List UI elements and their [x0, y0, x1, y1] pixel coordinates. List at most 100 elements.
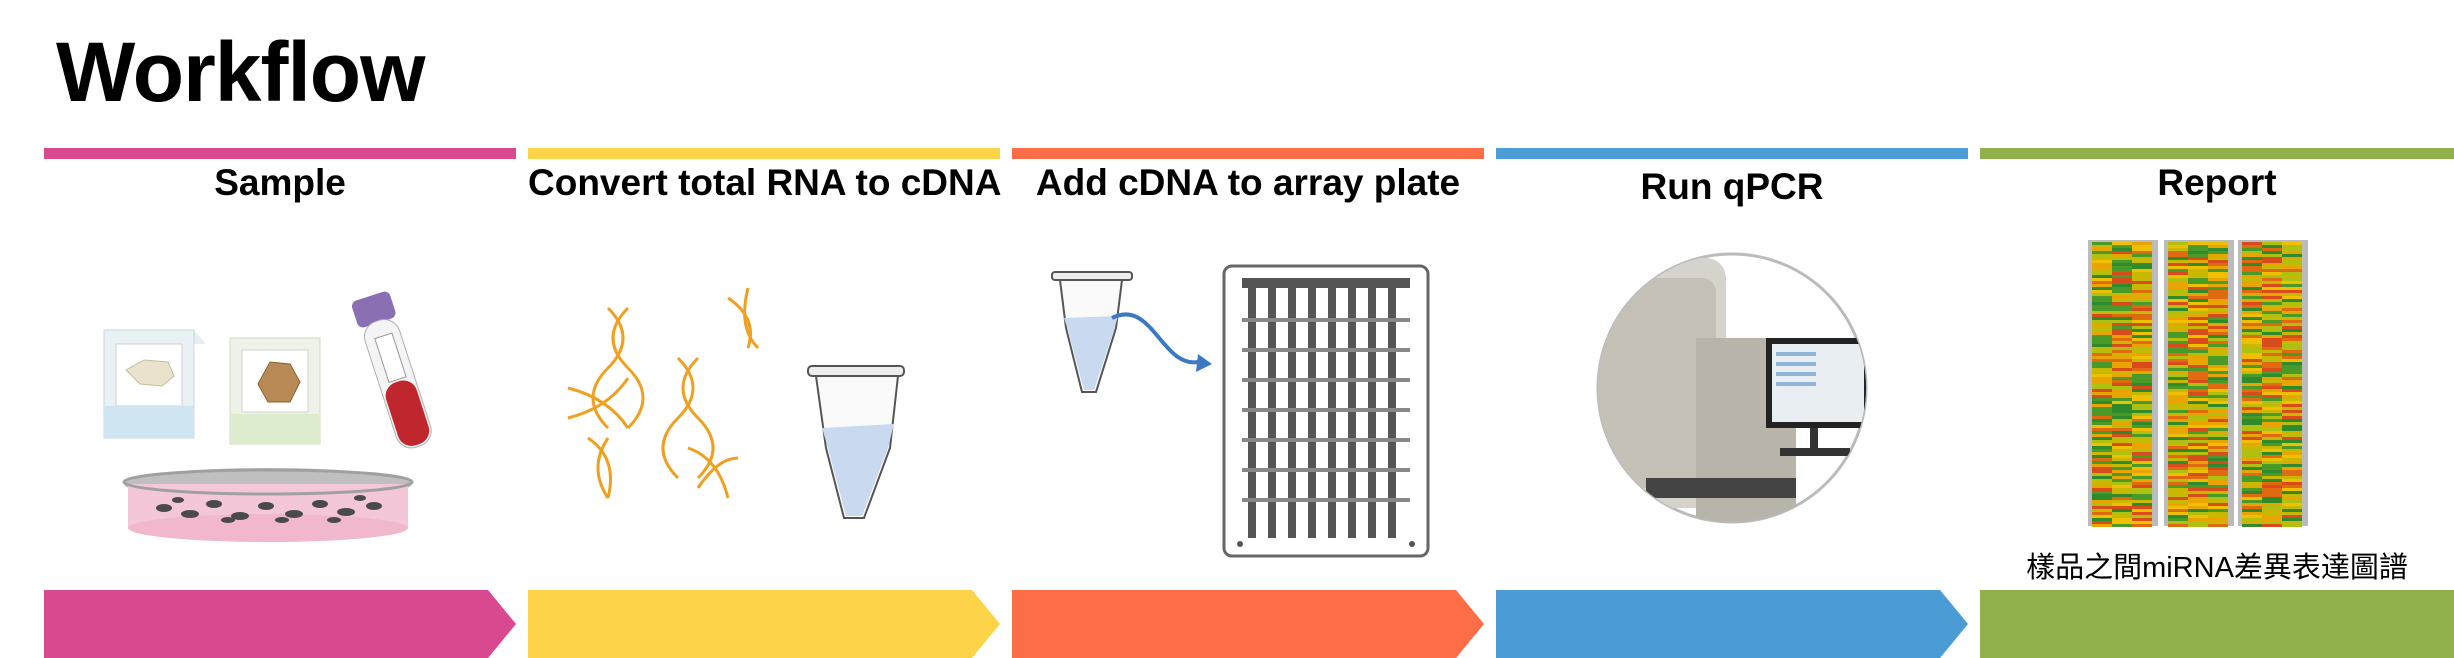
heatmap-cell	[2242, 251, 2262, 254]
heatmap-cell	[2112, 386, 2132, 389]
heatmap-cell	[2132, 503, 2152, 506]
heatmap-cell	[2242, 314, 2262, 317]
step-convert-arrow	[528, 590, 1000, 658]
heatmap-cell	[2092, 308, 2112, 311]
heatmap-cell	[2282, 278, 2302, 281]
heatmap-cell	[2262, 296, 2282, 299]
tissue-sample-icon	[103, 329, 206, 439]
heatmap-cell	[2168, 254, 2188, 257]
heatmap-cell	[2188, 518, 2208, 521]
heatmap-cell	[2132, 443, 2152, 446]
heatmap-cell	[2188, 329, 2208, 332]
heatmap-cell	[2188, 407, 2208, 410]
heatmap-cell	[2282, 356, 2302, 359]
heatmap-cell	[2112, 272, 2132, 275]
heatmap-cell	[2208, 248, 2228, 251]
heatmap-cell	[2092, 452, 2112, 455]
heatmap-cell	[2112, 359, 2132, 362]
heatmap-cell	[2242, 305, 2262, 308]
heatmap-cell	[2188, 431, 2208, 434]
heatmap-cell	[2262, 473, 2282, 476]
heatmap-cell	[2282, 506, 2302, 509]
heatmap-cell	[2208, 473, 2228, 476]
heatmap-cell	[2242, 467, 2262, 470]
heatmap-cell	[2282, 479, 2302, 482]
heatmap-cell	[2168, 317, 2188, 320]
heatmap-cell	[2188, 440, 2208, 443]
heatmap-cell	[2242, 476, 2262, 479]
heatmap-cell	[2092, 524, 2112, 527]
heatmap-cell	[2168, 323, 2188, 326]
heatmap-cell	[2242, 266, 2262, 269]
heatmap-cell	[2112, 521, 2132, 524]
heatmap-cell	[2168, 368, 2188, 371]
heatmap-cell	[2132, 512, 2152, 515]
heatmap-cell	[2208, 290, 2228, 293]
heatmap-cell	[2112, 413, 2132, 416]
heatmap-cell	[2242, 353, 2262, 356]
heatmap-cell	[2242, 278, 2262, 281]
heatmap-cell	[2282, 320, 2302, 323]
heatmap-cell	[2262, 251, 2282, 254]
step-convert-label: Convert total RNA to cDNA	[528, 162, 1002, 203]
heatmap-cell	[2112, 332, 2132, 335]
heatmap-cell	[2168, 347, 2188, 350]
heatmap-cell	[2188, 341, 2208, 344]
heatmap-cell	[2242, 344, 2262, 347]
heatmap-cell	[2208, 338, 2228, 341]
heatmap-cell	[2112, 371, 2132, 374]
heatmap-cell	[2282, 470, 2302, 473]
heatmap-cell	[2112, 407, 2132, 410]
heatmap-cell	[2242, 455, 2262, 458]
heatmap-cell	[2262, 335, 2282, 338]
heatmap-cell	[2168, 383, 2188, 386]
heatmap-cell	[2262, 416, 2282, 419]
heatmap-cell	[2282, 272, 2302, 275]
heatmap-cell	[2132, 509, 2152, 512]
heatmap-cell	[2188, 488, 2208, 491]
heatmap-cell	[2262, 284, 2282, 287]
heatmap-cell	[2092, 407, 2112, 410]
heatmap-cell	[2188, 377, 2208, 380]
heatmap-cell	[2092, 509, 2112, 512]
heatmap-cell	[2242, 470, 2262, 473]
heatmap-cell	[2092, 290, 2112, 293]
heatmap-cell	[2282, 338, 2302, 341]
heatmap-cell	[2188, 494, 2208, 497]
heatmap-cell	[2092, 335, 2112, 338]
heatmap-cell	[2262, 368, 2282, 371]
heatmap-cell	[2132, 311, 2152, 314]
heatmap-cell	[2188, 263, 2208, 266]
heatmap-cell	[2282, 293, 2302, 296]
heatmap-cell	[2112, 473, 2132, 476]
convert-illustration	[567, 287, 905, 519]
heatmap-cell	[2092, 332, 2112, 335]
heatmap-cell	[2188, 362, 2208, 365]
heatmap-cell	[2132, 299, 2152, 302]
step-run-qpcr-label: Run qPCR	[1640, 166, 1824, 207]
heatmap-cell	[2188, 260, 2208, 263]
heatmap-cell	[2208, 347, 2228, 350]
heatmap-cell	[2132, 305, 2152, 308]
heatmap-cell	[2112, 398, 2132, 401]
heatmap-cell	[2208, 479, 2228, 482]
heatmap-cell	[2242, 437, 2262, 440]
heatmap-cell	[2262, 452, 2282, 455]
heatmap-cell	[2168, 428, 2188, 431]
heatmap-cell	[2092, 287, 2112, 290]
heatmap-cell	[2112, 329, 2132, 332]
heatmap-cell	[2188, 521, 2208, 524]
heatmap-cell	[2242, 383, 2262, 386]
heatmap-cell	[2242, 398, 2262, 401]
heatmap-cell	[2112, 341, 2132, 344]
heatmap-cell	[2208, 335, 2228, 338]
heatmap-cell	[2242, 491, 2262, 494]
step-add-cdna-arrow	[1012, 590, 1484, 658]
heatmap-cell	[2132, 470, 2152, 473]
heatmap-cell	[2168, 422, 2188, 425]
heatmap-cell	[2168, 503, 2188, 506]
heatmap-cell	[2282, 266, 2302, 269]
heatmap-cell	[2282, 497, 2302, 500]
heatmap-cell	[2168, 344, 2188, 347]
heatmap-cell	[2208, 314, 2228, 317]
